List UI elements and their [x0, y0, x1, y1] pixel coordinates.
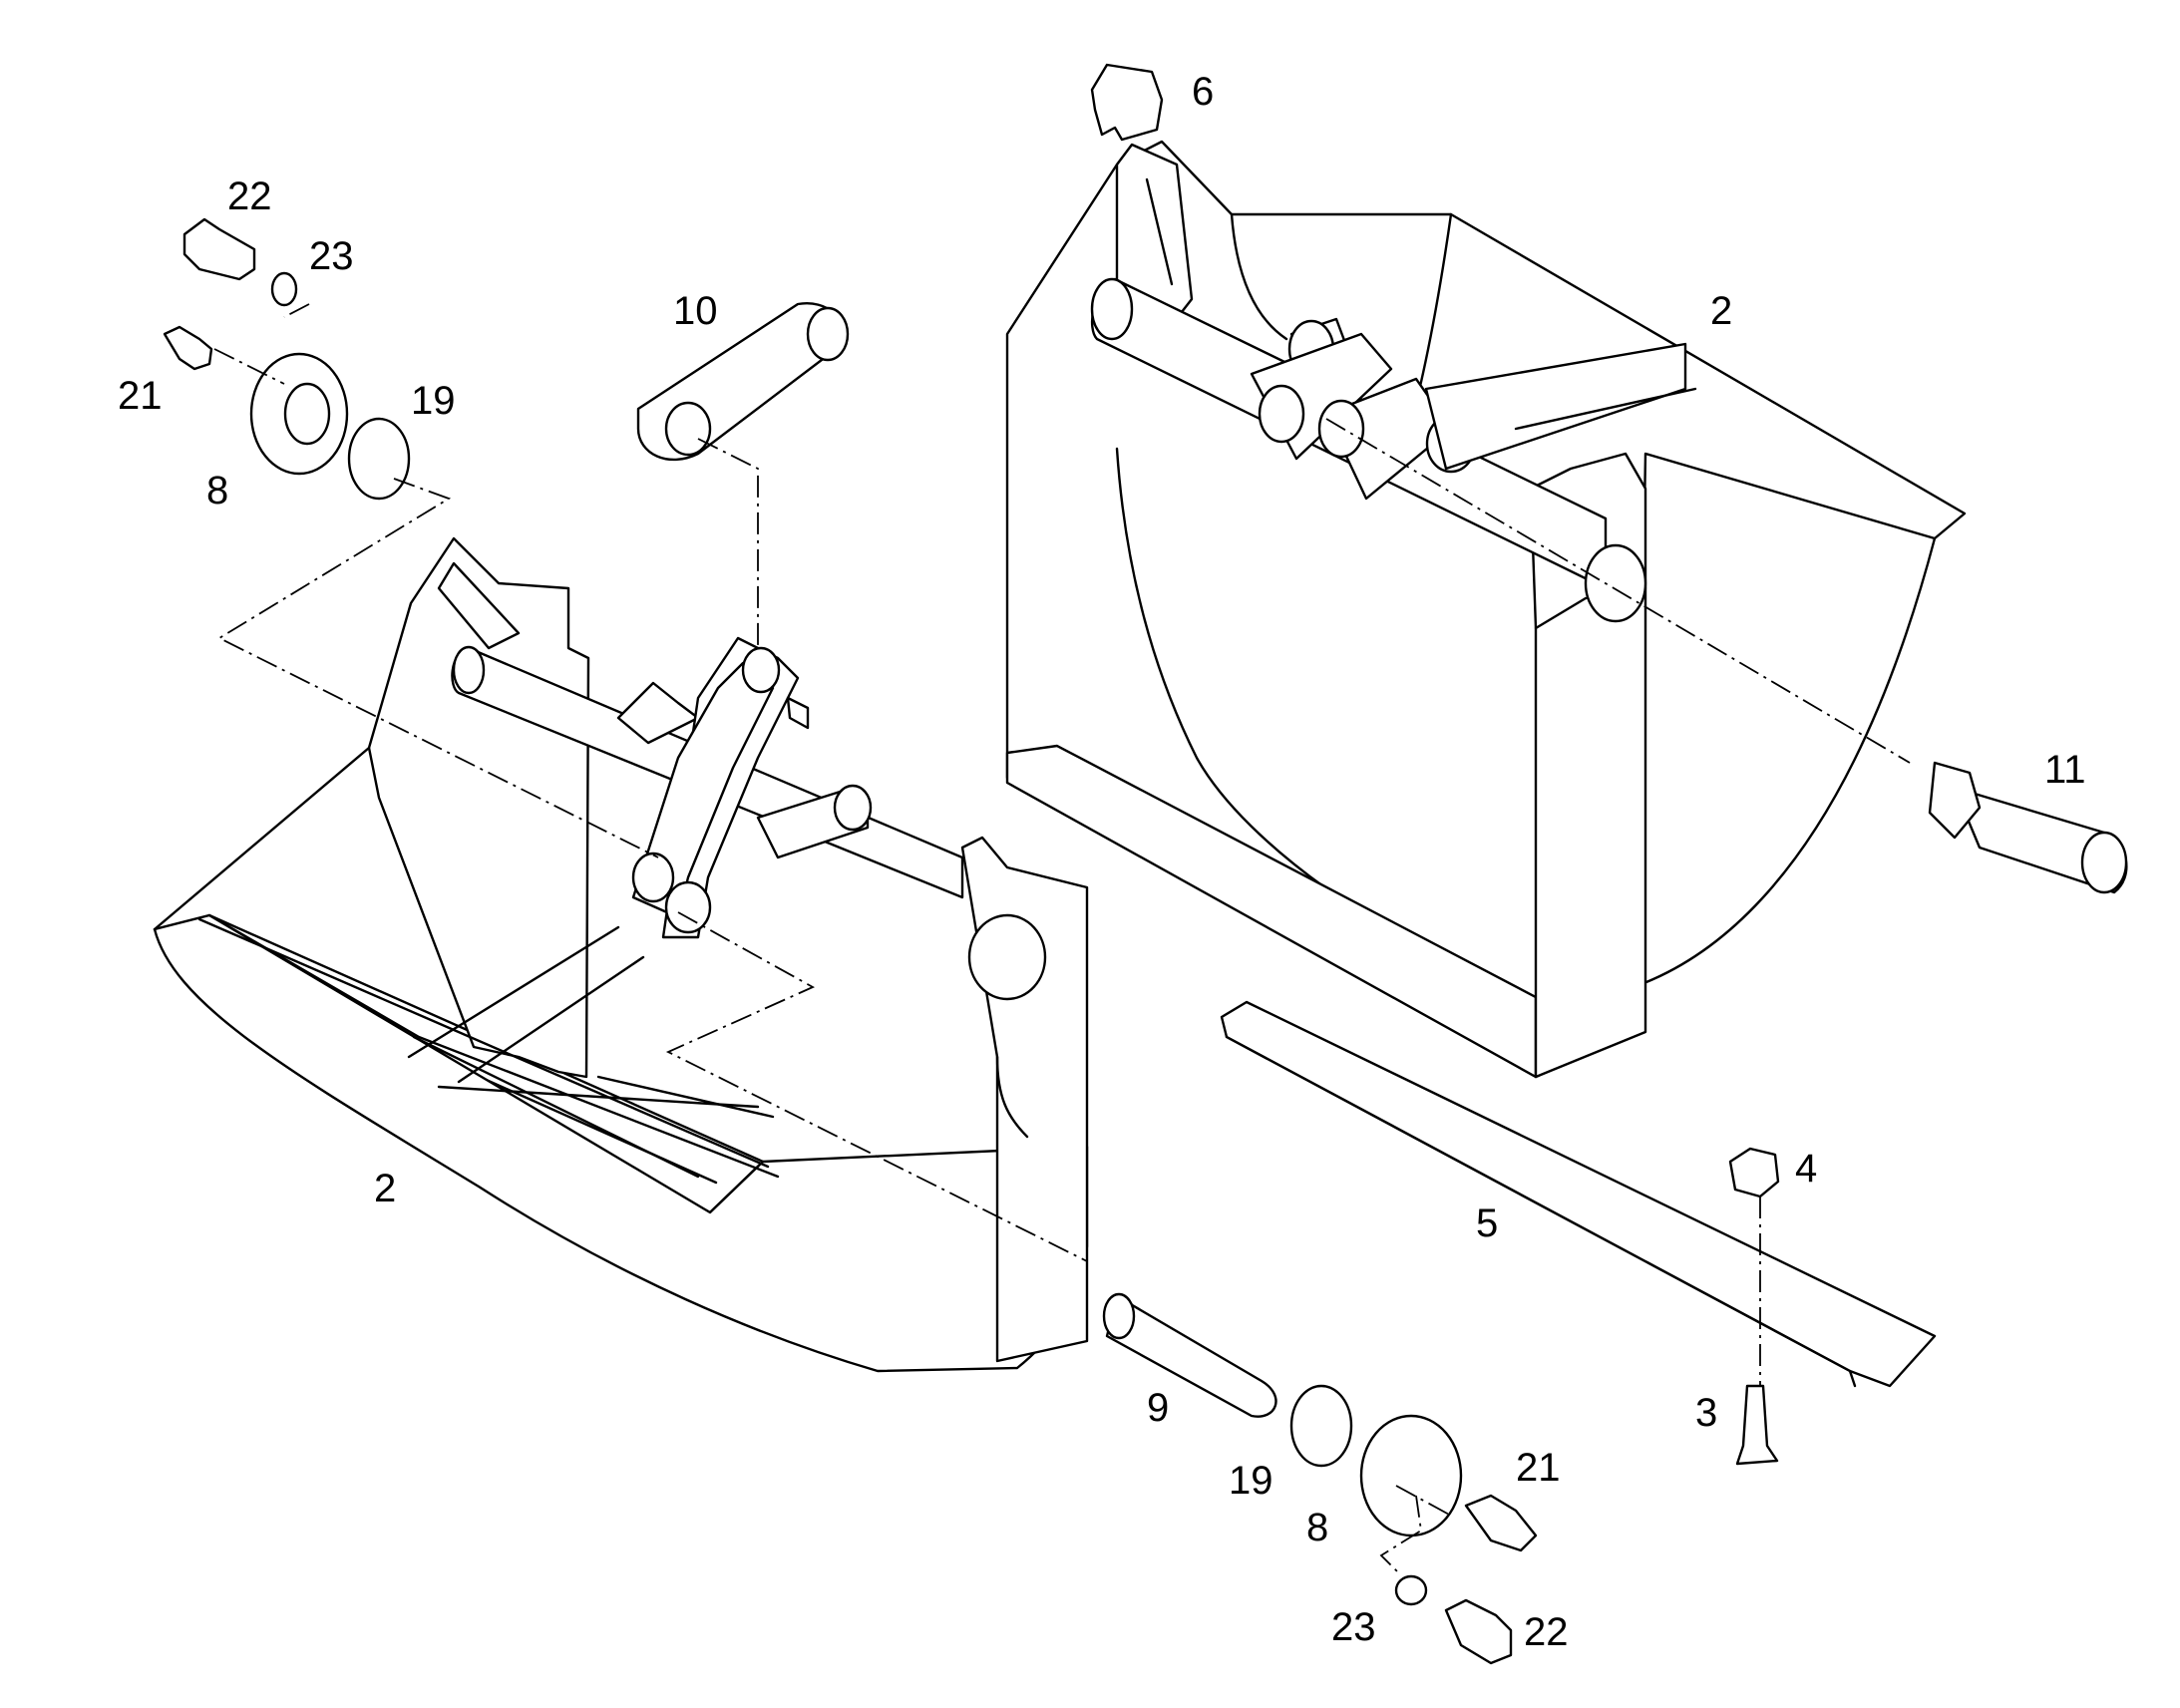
- callout-21-top: 21: [118, 374, 163, 418]
- pin-bottom-part: [1102, 1292, 1277, 1418]
- grease-nipple-bottom: [1464, 1494, 1538, 1552]
- callout-19-bottom: 19: [1229, 1459, 1273, 1503]
- callout-23-bottom: 23: [1331, 1605, 1376, 1649]
- bolt-top: [182, 217, 256, 281]
- bucket-right: [1005, 140, 1967, 1079]
- callout-6: 6: [1192, 70, 1214, 114]
- callout-22-top: 22: [227, 174, 272, 218]
- callout-21-bottom: 21: [1516, 1446, 1561, 1490]
- callout-labels: 22 23 21 19 8 10 2 6 2 11 4 5 3 9 19 8 2…: [118, 70, 2086, 1654]
- washer-top: [270, 271, 298, 307]
- bolt-bottom-part: [1735, 1384, 1779, 1466]
- snap-ring-top: [347, 417, 411, 501]
- nut-part: [1728, 1147, 1780, 1198]
- callout-10: 10: [673, 289, 718, 333]
- callout-3: 3: [1695, 1391, 1717, 1435]
- assembly-lines: [213, 303, 1911, 1576]
- bucket-left: [153, 536, 1089, 1373]
- callout-19-top: 19: [411, 379, 456, 423]
- callout-8-bottom: 8: [1306, 1506, 1328, 1549]
- grease-nipple-top: [163, 325, 213, 371]
- snap-ring-bottom: [1289, 1384, 1353, 1468]
- callout-23-top: 23: [309, 234, 354, 278]
- flange-bottom-part: [1359, 1414, 1463, 1537]
- pin-part: [1928, 761, 2128, 894]
- wear-cap-part: [1090, 63, 1164, 142]
- link-part: [636, 302, 850, 462]
- callout-22-bottom: 22: [1524, 1610, 1569, 1654]
- flange-top-part: [249, 352, 349, 476]
- callout-11: 11: [2044, 748, 2086, 792]
- callout-4: 4: [1795, 1147, 1817, 1191]
- washer-bottom: [1394, 1574, 1428, 1606]
- cutting-edge-part: [1220, 1000, 1937, 1388]
- callout-9: 9: [1147, 1386, 1169, 1430]
- callout-8-top: 8: [206, 469, 228, 512]
- callout-2-right: 2: [1710, 289, 1732, 333]
- callout-5: 5: [1476, 1201, 1498, 1245]
- callout-2-left: 2: [374, 1167, 396, 1210]
- bolt-bottom-screw: [1444, 1598, 1513, 1665]
